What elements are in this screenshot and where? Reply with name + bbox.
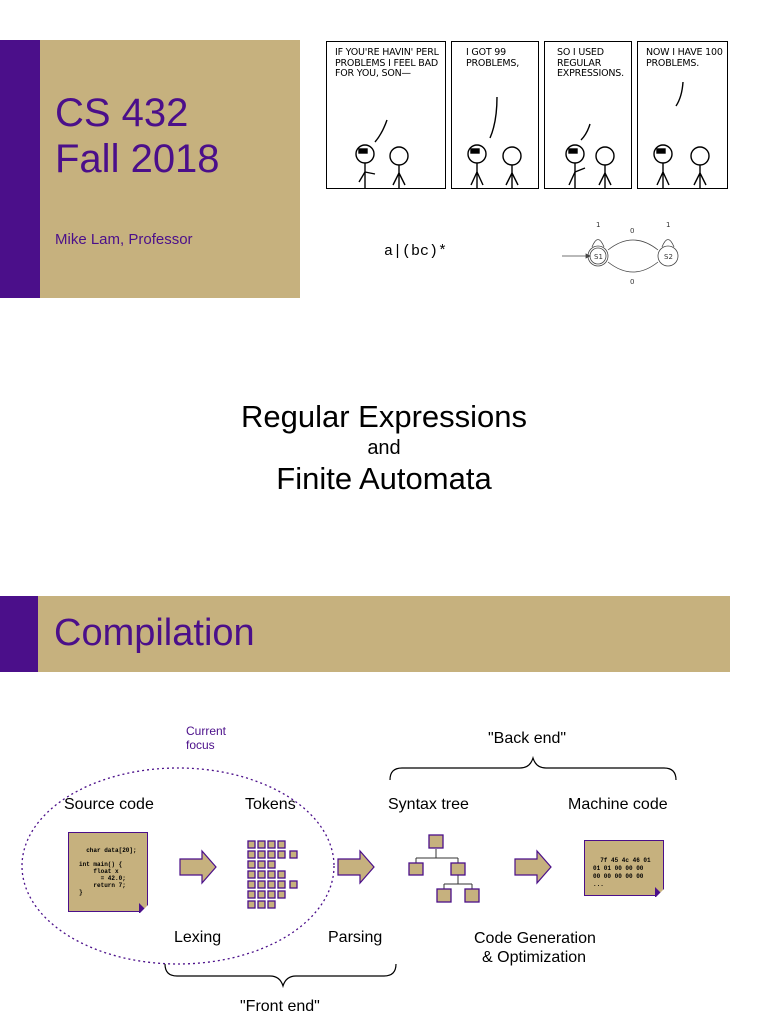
slide-title-line1: Regular Expressions — [240, 399, 528, 434]
phase-lexing: Lexing — [174, 929, 222, 946]
front-end-brace — [164, 963, 397, 989]
course-code: CS 432 — [55, 91, 189, 135]
phase-parsing: Parsing — [328, 929, 383, 946]
stage-syntax-tree: Syntax tree — [388, 796, 469, 813]
transition-label: 0 — [630, 278, 634, 286]
page-corner-icon — [654, 886, 665, 897]
pipeline-diagram — [21, 755, 677, 989]
transition-label: 1 — [666, 221, 670, 229]
arrow-icon — [179, 849, 217, 885]
phase-codegen-line1: Code Generation — [474, 930, 596, 947]
state-s2-label: S2 — [664, 253, 673, 261]
slide-title-connector: and — [367, 437, 401, 459]
phase-codegen-line2: & Optimization — [482, 949, 587, 966]
comic-panel-4: Now I have 100 problems. — [637, 41, 728, 189]
syntax-tree-icon — [408, 834, 480, 903]
front-end-label: "Front end" — [240, 998, 320, 1015]
stage-source-code: Source code — [64, 796, 154, 813]
stick-figures-icon — [653, 81, 710, 188]
source-code-document: char data[20]; int main() { float x = 42… — [68, 832, 149, 913]
current-focus-label: Current focus — [186, 724, 227, 752]
compilation-accent-bar — [0, 596, 38, 672]
course-term: Fall 2018 — [55, 137, 220, 181]
arrow-icon — [514, 849, 552, 885]
transition-label: 1 — [596, 221, 600, 229]
state-s1-label: S1 — [594, 253, 603, 261]
comic-panel-2-text: I got 99 problems, — [466, 47, 520, 69]
comic-panel-1-text: If you're havin' Perl problems I feel ba… — [335, 47, 439, 79]
professor-name: Mike Lam, Professor — [55, 231, 193, 248]
compilation-header: Compilation — [38, 596, 730, 672]
stick-figures-icon — [355, 119, 409, 188]
title-card: CS 432 Fall 2018 Mike Lam, Professor — [40, 40, 300, 298]
compilation-title: Compilation — [54, 612, 255, 654]
stage-tokens: Tokens — [245, 796, 296, 813]
comic-panel-1: If you're havin' Perl problems I feel ba… — [326, 41, 446, 189]
regex-example: a|(bc)* — [384, 243, 448, 260]
back-end-label: "Back end" — [488, 730, 567, 747]
stick-figures-icon — [565, 123, 615, 188]
arrow-icon — [337, 849, 375, 885]
stick-figures-icon — [467, 96, 522, 188]
page-corner-icon — [138, 902, 149, 913]
comic-panel-2: I got 99 problems, — [451, 41, 539, 189]
source-code-text: char data[20]; int main() { float x = 42… — [79, 847, 137, 896]
comic-panel-4-text: Now I have 100 problems. — [646, 47, 723, 69]
slide-title: Regular Expressions and Finite Automata — [0, 398, 768, 498]
token-grid-icon — [247, 840, 298, 909]
back-end-brace — [389, 755, 677, 781]
current-focus-ellipse — [21, 767, 335, 965]
finite-automaton-diagram: S1 S2 1 0 1 0 — [562, 221, 679, 286]
transition-label: 0 — [630, 227, 634, 235]
title-accent-bar — [0, 40, 40, 298]
machine-code-text: 7f 45 4c 46 01 01 01 00 00 00 00 00 00 0… — [593, 857, 651, 888]
comic-panel-3: So I used regular expressions. — [544, 41, 632, 189]
comic-panel-3-text: So I used regular expressions. — [557, 47, 624, 79]
machine-code-document: 7f 45 4c 46 01 01 01 00 00 00 00 00 00 0… — [584, 840, 665, 897]
slide-title-line2: Finite Automata — [276, 461, 492, 496]
stage-machine-code: Machine code — [568, 796, 668, 813]
